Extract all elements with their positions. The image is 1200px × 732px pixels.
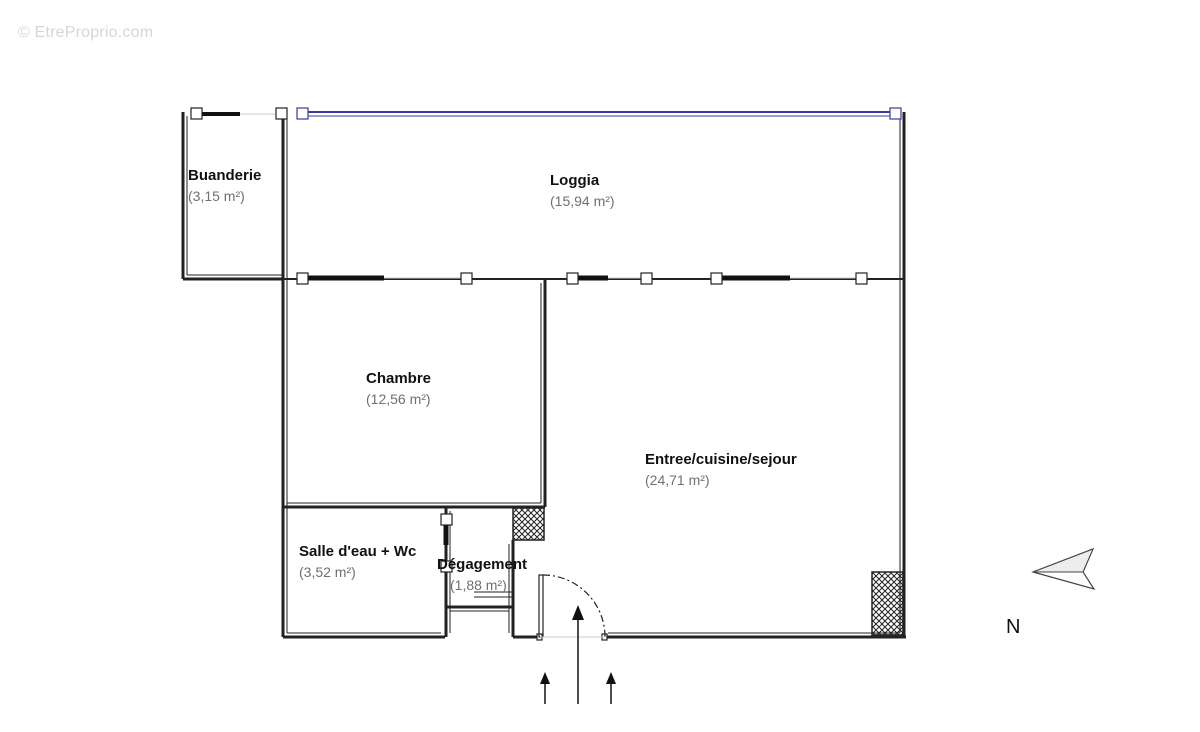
walls [181, 112, 906, 639]
inner-wall-lines [186, 116, 901, 634]
room-name: Dégagement [437, 556, 528, 573]
room-label-sejour: Entree/cuisine/sejour (24,71 m²) [645, 450, 797, 490]
watermark: © EtreProprio.com [18, 24, 154, 41]
room-area: (1,88 m²) [450, 577, 507, 593]
room-area: (15,94 m²) [550, 193, 615, 209]
room-area: (3,52 m²) [299, 564, 356, 580]
technical-ducts [512, 507, 904, 636]
entrance-door [538, 574, 606, 638]
room-area: (24,71 m²) [645, 472, 710, 488]
compass-label: N [1006, 616, 1021, 638]
room-name: Salle d'eau + Wc [299, 543, 417, 560]
room-label-degagement: Dégagement (1,88 m²) [437, 555, 527, 595]
window-markers [190, 107, 902, 641]
room-label-loggia: Loggia (15,94 m²) [550, 171, 615, 211]
room-name: Chambre [366, 370, 432, 387]
room-name: Entree/cuisine/sejour [645, 451, 797, 468]
room-label-salle-eau: Salle d'eau + Wc (3,52 m²) [299, 542, 416, 582]
loggia-glazing [197, 111, 896, 117]
north-arrow-icon [1031, 547, 1096, 591]
room-label-chambre: Chambre (12,56 m²) [366, 369, 431, 409]
room-label-buanderie: Buanderie (3,15 m²) [188, 166, 261, 206]
entrance-arrows [540, 605, 616, 704]
room-name: Loggia [550, 172, 600, 189]
room-area: (12,56 m²) [366, 391, 431, 407]
room-area: (3,15 m²) [188, 188, 245, 204]
room-name: Buanderie [188, 167, 262, 184]
windows [303, 275, 862, 545]
